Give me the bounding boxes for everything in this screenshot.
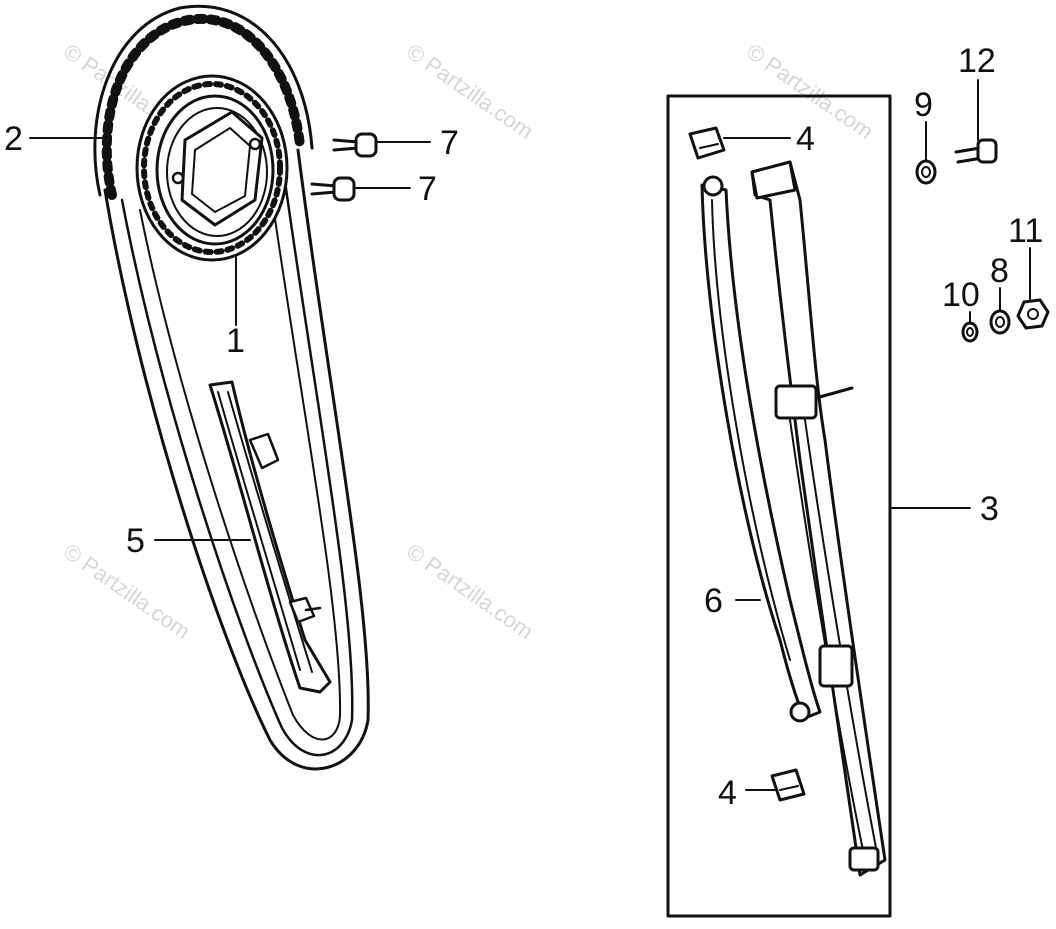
- callout-6: 5: [126, 522, 145, 560]
- callout-1: 1: [226, 322, 245, 360]
- cushion-top: [688, 126, 726, 160]
- callout-4-bottom: 4: [718, 774, 737, 812]
- chain-slipper: [208, 380, 332, 694]
- cam-chain: [93, 4, 370, 771]
- callout-5: 6: [704, 582, 723, 620]
- washer-9: [915, 159, 937, 185]
- callout-4-top: 4: [796, 120, 815, 158]
- callout-9: 9: [914, 86, 933, 124]
- tensioner-assembly: [666, 94, 892, 918]
- washer-10: [961, 321, 979, 343]
- callouts: 2 1 5 7 7 4 6 4 3 9 12 10 8 11: [4, 42, 1043, 812]
- cam-sprocket: [135, 74, 289, 262]
- bolt-12: [954, 138, 998, 164]
- callout-10: 10: [942, 276, 980, 314]
- cushion-bottom: [770, 768, 806, 802]
- washer-8: [989, 309, 1011, 335]
- callout-8: 8: [990, 252, 1009, 290]
- sprocket-bolt-lower: [310, 176, 356, 202]
- callout-7-lower: 7: [418, 170, 437, 208]
- chain-guide: [700, 175, 822, 723]
- callout-7-upper: 7: [440, 124, 459, 162]
- sprocket-bolts: [310, 132, 378, 202]
- callout-2: 2: [4, 120, 23, 158]
- callout-11: 11: [1008, 212, 1043, 250]
- callout-3: 3: [980, 490, 999, 528]
- watermark: © Partzilla.com: [402, 539, 538, 645]
- watermark: © Partzilla.com: [402, 39, 538, 145]
- callout-12: 12: [958, 42, 996, 80]
- hardware: [915, 138, 1050, 343]
- tensioner-arm: [750, 160, 887, 877]
- leader-lines: [29, 79, 1031, 791]
- sprocket-bolt-upper: [332, 132, 378, 158]
- nut-11: [1016, 298, 1050, 330]
